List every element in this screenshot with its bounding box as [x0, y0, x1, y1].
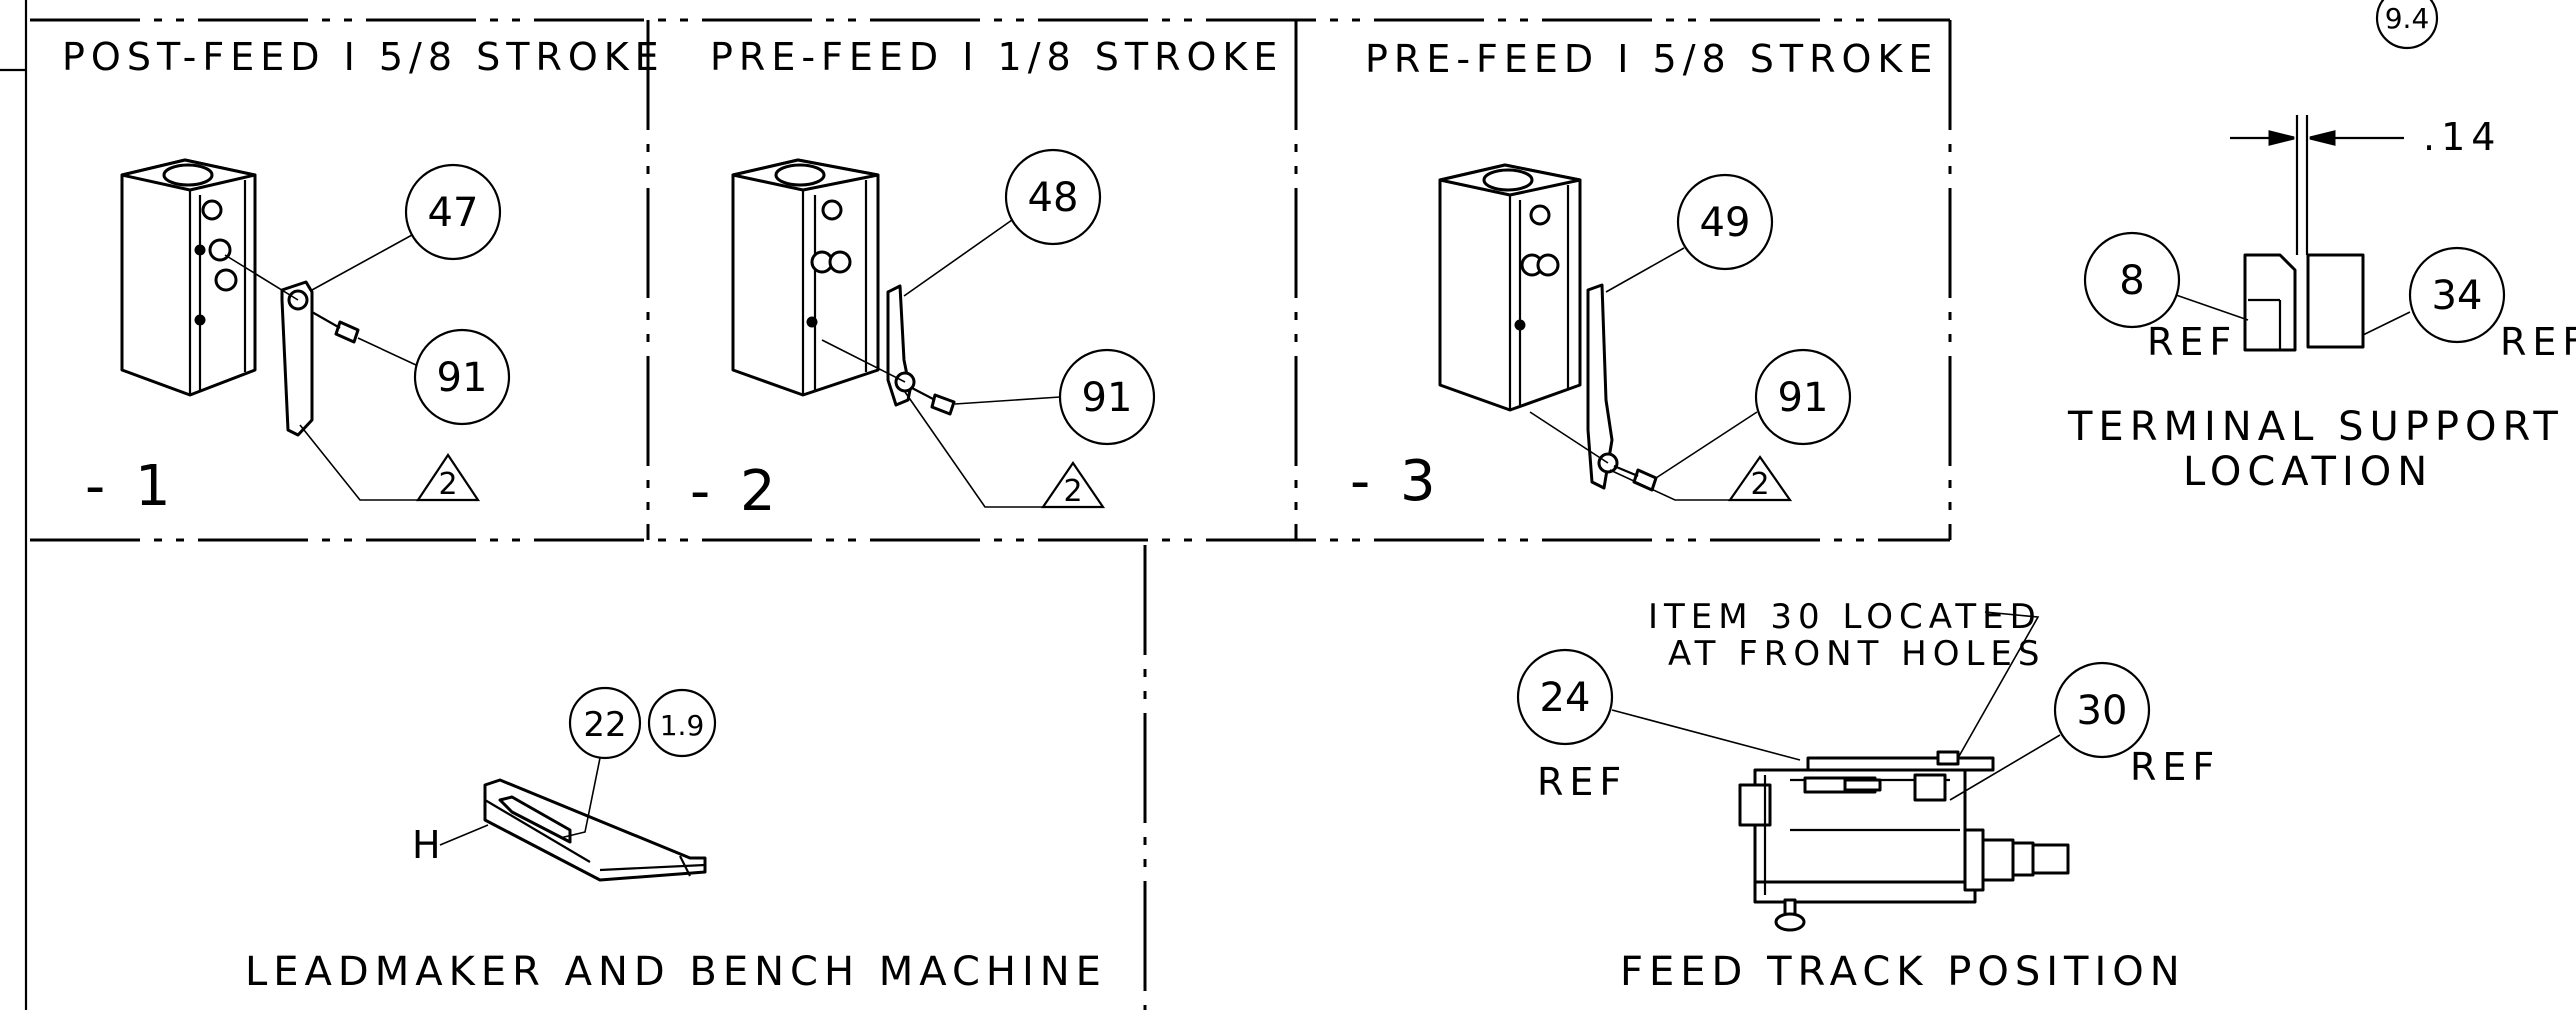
- svg-text:49: 49: [1700, 200, 1751, 246]
- svg-text:91: 91: [1778, 375, 1829, 421]
- caption-line-1: TERMINAL SUPPORT: [2067, 404, 2564, 450]
- view-title: PRE-FEED I 1/8 STROKE: [710, 35, 1283, 79]
- dash-number: - 3: [1350, 449, 1442, 514]
- svg-text:24: 24: [1540, 675, 1591, 721]
- svg-text:REF: REF: [2147, 320, 2237, 364]
- balloon-30: 30 REF: [1949, 661, 2220, 801]
- view-pre-feed-5-8: PRE-FEED I 5/8 STROKE 49 91: [1350, 37, 1938, 514]
- note-line-2: AT FRONT HOLES: [1668, 634, 2045, 674]
- svg-text:REF: REF: [1537, 760, 1627, 804]
- terminal-support-view: 9.4 .14 8 REF 34 REF: [2067, 0, 2576, 495]
- section-borders: [30, 18, 1952, 1010]
- balloon-8: 8 REF: [2083, 231, 2249, 364]
- tooling-block: [731, 158, 880, 397]
- bracket-part: [224, 254, 360, 437]
- feed-track-caption: FEED TRACK POSITION: [1620, 949, 2186, 995]
- balloon-22: 22: [559, 686, 642, 839]
- revision-flag: 2: [1609, 455, 1793, 502]
- balloon-49: 49: [1605, 173, 1774, 293]
- leadmaker-view: 22 1.9 H LEADMAKER AND BENCH MACHINE: [245, 686, 1107, 995]
- slotted-bar-part: [483, 778, 707, 882]
- tooling-block: [1438, 163, 1582, 412]
- note-line-1: ITEM 30 LOCATED: [1648, 597, 2042, 637]
- balloon-1-9: 1.9: [647, 688, 717, 758]
- leadmaker-caption: LEADMAKER AND BENCH MACHINE: [245, 949, 1107, 995]
- svg-text:30: 30: [2077, 688, 2128, 734]
- revision-flag: 2: [904, 391, 1106, 509]
- svg-text:47: 47: [428, 190, 479, 236]
- balloon-24: 24 REF: [1516, 648, 1801, 804]
- bracket-part: [1529, 283, 1658, 492]
- view-title: PRE-FEED I 5/8 STROKE: [1365, 37, 1938, 81]
- tooling-block: [120, 158, 257, 397]
- svg-text:REF: REF: [2500, 320, 2576, 364]
- svg-text:91: 91: [437, 355, 488, 401]
- caption-line-2: LOCATION: [2183, 449, 2433, 495]
- svg-text:.14: .14: [2423, 115, 2501, 159]
- view-post-feed: POST-FEED I 5/8 STROKE 47: [62, 35, 665, 519]
- balloon-9-4: 9.4: [2375, 0, 2439, 50]
- dimension-014: .14: [2230, 115, 2501, 255]
- view-pre-feed-1-8: PRE-FEED I 1/8 STROKE 48 91: [690, 35, 1283, 524]
- view-title: POST-FEED I 5/8 STROKE: [62, 35, 665, 79]
- svg-text:91: 91: [1082, 375, 1133, 421]
- balloon-34: 34 REF: [2362, 246, 2576, 364]
- balloon-48: 48: [903, 148, 1102, 297]
- balloon-91: 91: [954, 348, 1156, 446]
- balloon-47: 47: [311, 163, 502, 291]
- feed-track-assembly: [1738, 750, 2070, 932]
- svg-text:2: 2: [1063, 474, 1082, 509]
- svg-text:8: 8: [2119, 258, 2144, 304]
- svg-text:2: 2: [438, 467, 457, 502]
- balloon-91: 91: [357, 328, 511, 426]
- svg-text:48: 48: [1028, 175, 1079, 221]
- letter-h: H: [412, 823, 489, 867]
- feed-track-view: ITEM 30 LOCATED AT FRONT HOLES 24: [1516, 597, 2220, 995]
- dash-number: - 1: [85, 454, 177, 519]
- svg-text:REF: REF: [2130, 745, 2220, 789]
- revision-flag: 2: [299, 424, 481, 502]
- svg-text:22: 22: [583, 705, 626, 745]
- balloon-91: 91: [1655, 348, 1852, 479]
- dash-number: - 2: [690, 459, 782, 524]
- svg-text:9.4: 9.4: [2385, 2, 2430, 35]
- svg-text:1.9: 1.9: [660, 709, 705, 742]
- svg-text:34: 34: [2432, 273, 2483, 319]
- svg-text:2: 2: [1750, 467, 1769, 502]
- svg-text:H: H: [412, 823, 447, 867]
- bracket-part: [821, 284, 956, 416]
- terminal-support-parts: [2243, 253, 2365, 352]
